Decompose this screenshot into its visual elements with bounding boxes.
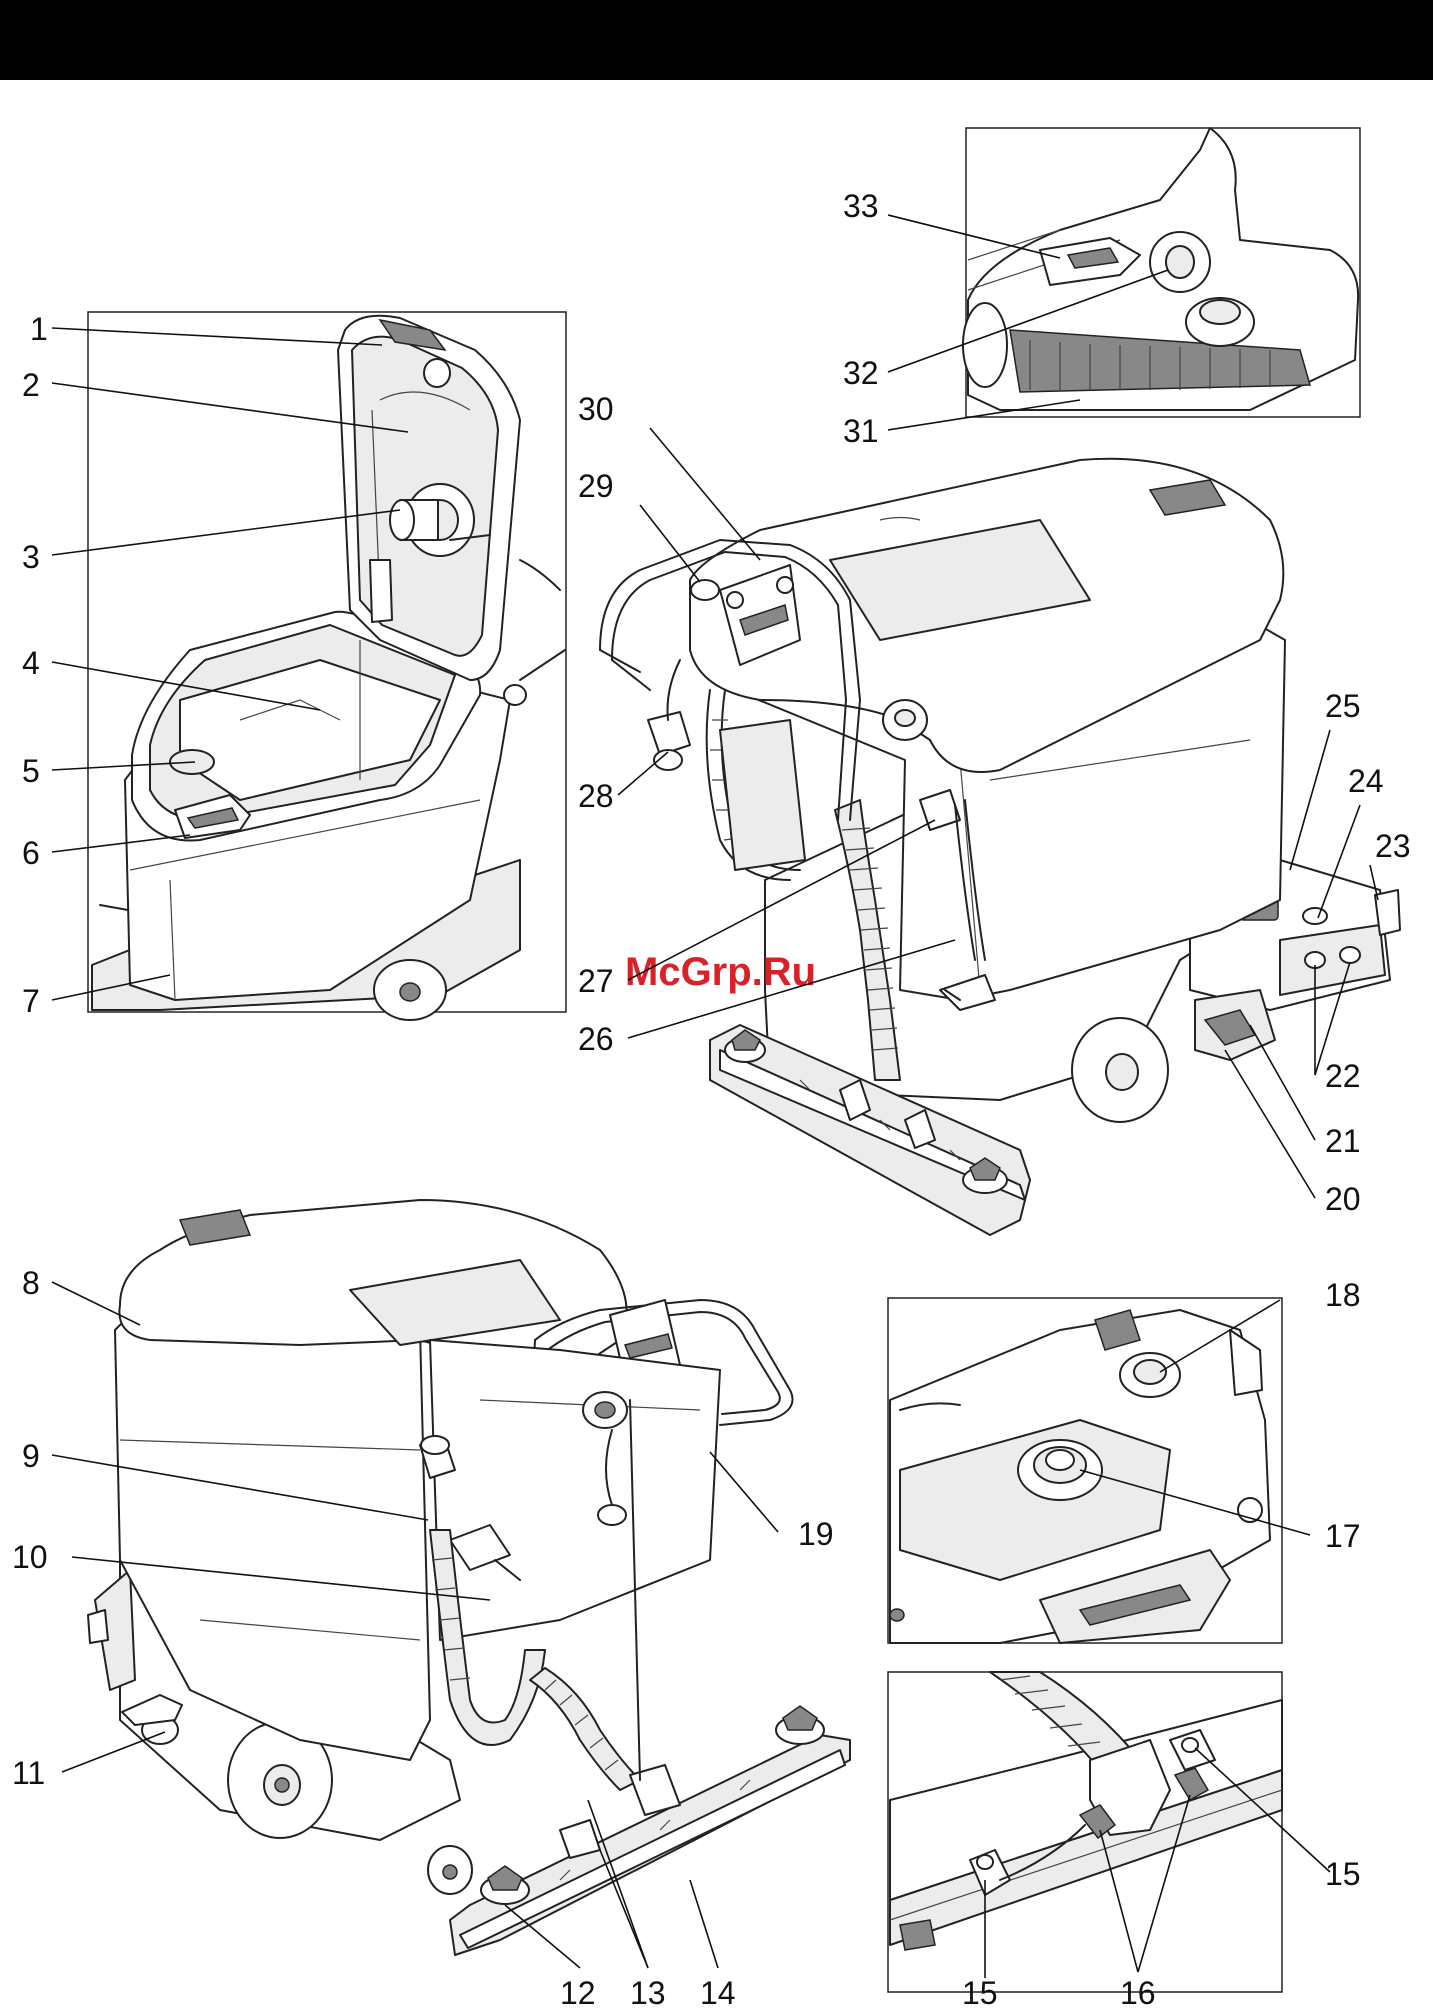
callout-27: 27 — [578, 963, 614, 999]
callout-15-right: 15 — [1325, 1856, 1361, 1892]
callout-6: 6 — [22, 835, 40, 871]
callout-30: 30 — [578, 391, 614, 427]
illustration-brush-detail — [963, 128, 1358, 410]
callout-15-bottom: 15 — [962, 1975, 998, 2011]
illustration-squeegee-mount-detail — [890, 1672, 1282, 1950]
callout-31: 31 — [843, 413, 879, 449]
callout-20: 20 — [1325, 1181, 1361, 1217]
callout-12: 12 — [560, 1975, 596, 2011]
callout-18: 18 — [1325, 1277, 1361, 1313]
callout-10: 10 — [12, 1539, 48, 1575]
callout-25: 25 — [1325, 688, 1361, 724]
callout-21: 21 — [1325, 1123, 1361, 1159]
callout-14: 14 — [700, 1975, 736, 2011]
callout-19: 19 — [798, 1516, 834, 1552]
callout-9: 9 — [22, 1438, 40, 1474]
callout-32: 32 — [843, 355, 879, 391]
illustration-machine-rear-view-2 — [88, 1200, 850, 1955]
callout-11: 11 — [12, 1755, 45, 1791]
watermark-text: McGrp.Ru — [625, 950, 816, 994]
callout-33: 33 — [843, 188, 879, 224]
callout-29: 29 — [578, 468, 614, 504]
callout-28: 28 — [578, 778, 614, 814]
callout-8: 8 — [22, 1265, 40, 1301]
callout-1: 1 — [30, 311, 48, 347]
callout-26: 26 — [578, 1021, 614, 1057]
callout-22: 22 — [1325, 1058, 1361, 1094]
callout-23: 23 — [1375, 828, 1411, 864]
callout-24: 24 — [1348, 763, 1384, 799]
callout-2: 2 — [22, 367, 40, 403]
callout-3: 3 — [22, 539, 40, 575]
illustration-machine-rear-view — [600, 459, 1400, 1235]
callout-4: 4 — [22, 645, 40, 681]
callout-16: 16 — [1120, 1975, 1156, 2011]
callout-13: 13 — [630, 1975, 666, 2011]
callout-5: 5 — [22, 753, 40, 789]
callout-17: 17 — [1325, 1518, 1361, 1554]
callout-7: 7 — [22, 983, 40, 1019]
illustration-rear-top-detail — [890, 1310, 1270, 1643]
